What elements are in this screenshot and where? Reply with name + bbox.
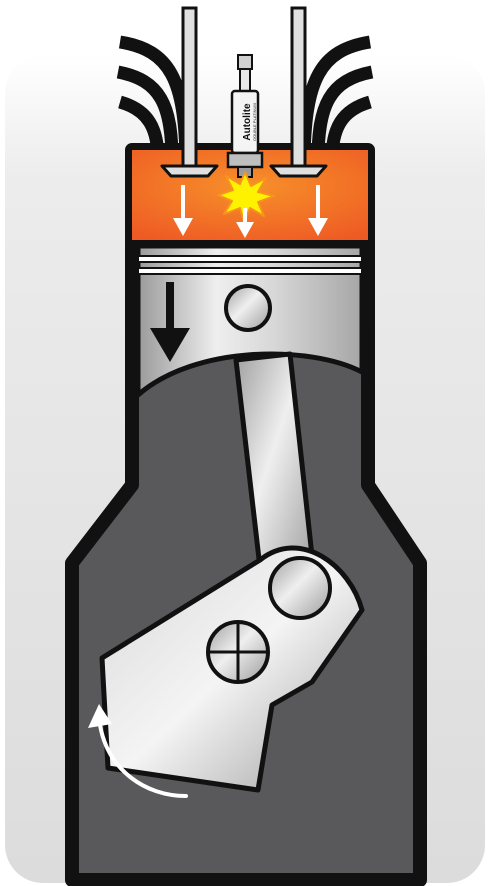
piston-ring [138, 268, 362, 274]
piston-ring [138, 256, 362, 262]
crank-main-journal [208, 622, 268, 682]
crankpin [270, 558, 330, 618]
spark-plug-small-text: DOUBLE PLATINUM [252, 103, 257, 141]
wrist-pin [226, 286, 270, 330]
